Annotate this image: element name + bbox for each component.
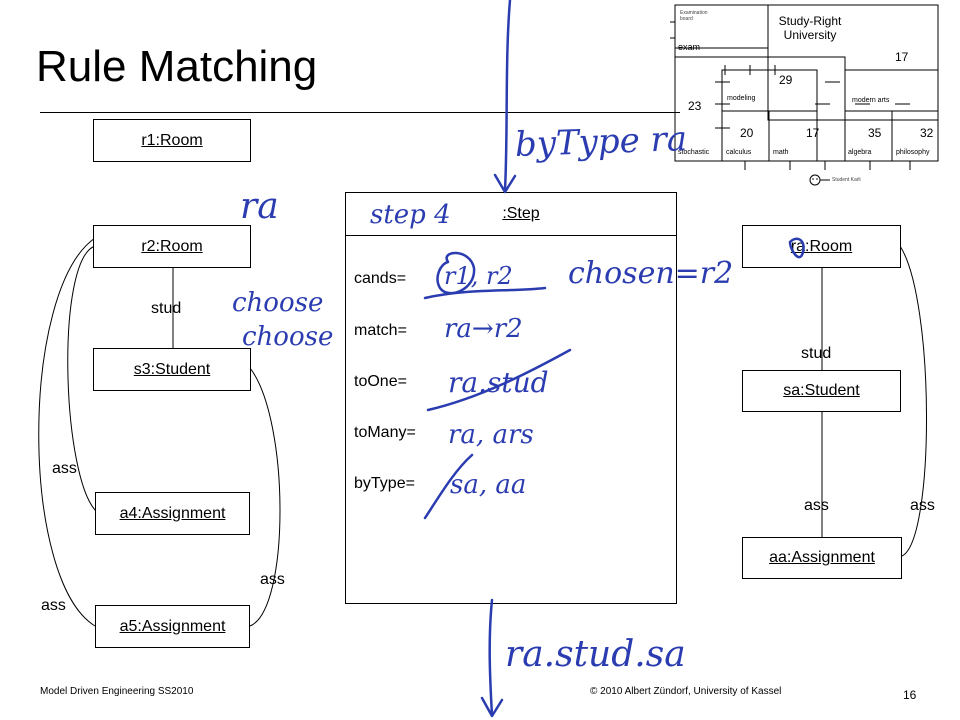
annotation-match-value: ra→r2 [444,314,523,344]
r2-a4-link [67,245,98,513]
r1-room-label: r1:Room [141,131,203,149]
stud-label-right: stud [801,345,832,362]
down-arrow-bottom [480,598,504,718]
sa-student-object: sa:Student [742,370,901,412]
r1-room-object: r1:Room [93,119,251,162]
ra-aa-link [899,245,927,557]
university-thumbnail: Examination board exam Study-Right Unive… [670,0,945,195]
smiley-icon [809,174,821,186]
annotation-bytype-ra: byType ra [514,119,688,165]
s3-student-object: s3:Student [93,348,251,391]
a4-assignment-object: a4:Assignment [95,492,250,535]
annotation-bytype-value: sa, aa [450,470,527,500]
annotation-cands-value: r1, r2 [444,262,513,290]
thumb-n23: 23 [688,99,702,113]
step-attr-match: match= [354,322,407,339]
s3-a5-link [249,367,281,627]
annotation-step: step 4 [370,200,451,230]
annotation-ra: ra [240,186,279,227]
strike-bytype [423,453,474,520]
step-title: :Step [502,205,540,222]
r2-room-object: r2:Room [93,225,251,268]
ra-room-label: ra:Room [790,237,853,255]
ass-label-left-upper: ass [52,460,77,477]
annotation-choose-2: choose [242,322,334,352]
step-attr-tomany: toMany= [354,424,416,441]
step-attr-toone: toOne= [354,373,407,390]
step-object: :Step [345,192,677,604]
thumb-math: math [773,149,789,156]
ass-label-ra-aa: ass [910,497,935,514]
ass-label-a5-right: ass [260,571,285,588]
ra-circle [788,237,805,259]
footer-left: Model Driven Engineering SS2010 [40,686,194,697]
ass-label-sa-aa: ass [804,497,829,514]
circle-cands [436,251,476,295]
thumb-algebra: algebra [848,149,872,156]
title-rule [40,112,680,113]
step-attr-cands: cands= [354,270,407,287]
aa-assignment-object: aa:Assignment [742,537,902,579]
step-attr-bytype: byType= [354,475,415,492]
a5-assignment-object: a5:Assignment [95,605,250,648]
thumb-n17-top: 17 [895,50,909,64]
a4-assignment-label: a4:Assignment [119,504,226,522]
thumb-philosophy: philosophy [896,149,930,156]
thumb-n35: 35 [868,126,882,140]
ass-label-left-lower: ass [41,597,66,614]
thumb-n29: 29 [779,73,793,87]
thumb-n32: 32 [920,126,934,140]
thumbnail-structure [670,4,939,186]
a5-assignment-label: a5:Assignment [119,617,226,635]
thumb-exam: exam [678,42,701,52]
aa-assignment-label: aa:Assignment [769,549,875,566]
ra-room-object: ra:Room [742,225,901,268]
annotation-result: ra.stud.sa [505,634,686,675]
s3-student-label: s3:Student [133,360,211,378]
r2-room-label: r2:Room [141,237,203,255]
down-arrow-top [493,0,517,194]
footer-right: © 2010 Albert Zündorf, University of Kas… [590,686,782,697]
thumb-stochastic: stochastic [678,149,710,156]
slide-title: Rule Matching [36,42,318,91]
page-number: 16 [903,688,917,702]
thumb-university: Study-Right University [778,14,842,42]
annotation-choose-1: choose [232,288,324,318]
thumb-n20: 20 [740,126,754,140]
sa-student-label: sa:Student [783,382,860,399]
thumb-n17-math: 17 [806,126,820,140]
r2-a5-link [38,237,96,627]
thumb-examination-board: Examination board [680,10,708,22]
annotation-tomany-value: ra, ars [448,420,534,450]
stud-label-left: stud [151,300,182,317]
strike-toone [426,348,572,412]
thumb-student-karli: Student Karli [832,177,861,183]
thumb-modeling: modeling [727,95,756,102]
annotation-chosen: chosen=r2 [568,256,734,291]
underline-cands [423,286,547,300]
annotation-toone-value: ra.stud [448,366,549,399]
thumb-calculus: calculus [726,149,752,156]
step-header: :Step [346,193,676,236]
thumb-modern-arts: modern arts [852,97,890,104]
